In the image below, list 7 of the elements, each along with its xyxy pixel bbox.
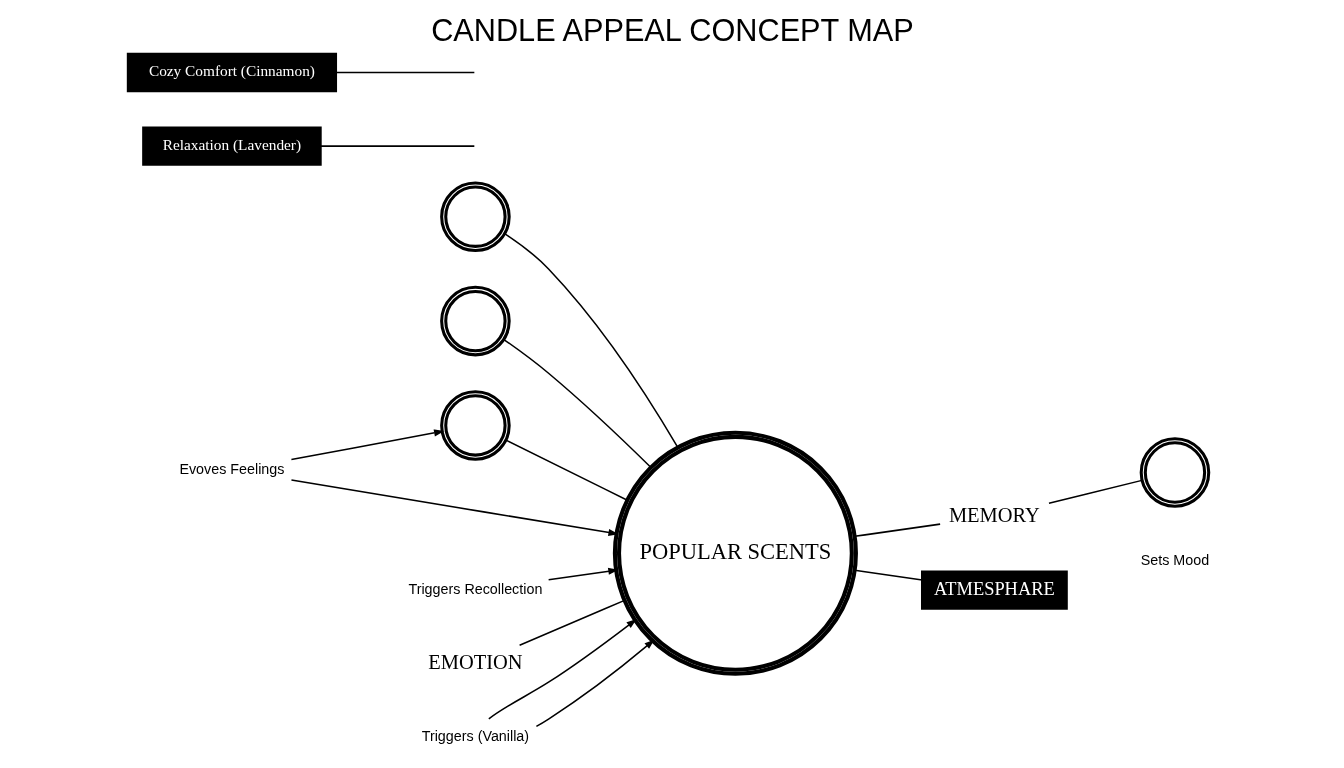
- node-text: MEMORY: [948, 503, 1040, 526]
- label: Sets Mood: [1140, 552, 1209, 569]
- node-text: EMOTION: [427, 650, 523, 673]
- node-text: Triggers Recollection: [407, 580, 542, 597]
- node-text: Evoves Feelings: [178, 461, 284, 478]
- node-text: Triggers (Vanilla): [421, 728, 529, 745]
- diagram-title: CANDLE APPEAL CONCEPT MAP: [430, 12, 914, 48]
